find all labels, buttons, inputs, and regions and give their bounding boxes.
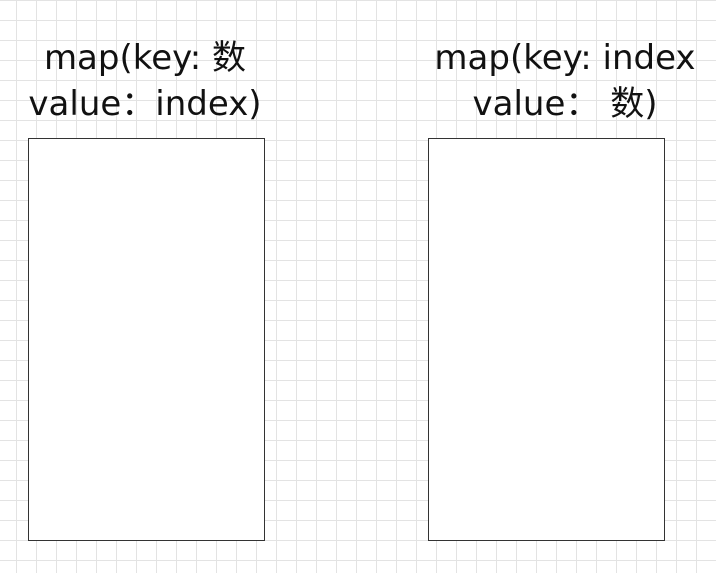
right-map-box: [428, 138, 665, 541]
left-map-label-line1: map(key: 数: [43, 38, 247, 78]
left-map-box: [28, 138, 265, 541]
left-map-label: map(key: 数 value：index): [10, 35, 280, 127]
right-map-label: map(key: index value： 数): [420, 35, 710, 127]
left-map-label-line2: value：index): [28, 84, 262, 124]
right-map-label-line1: map(key: index: [434, 38, 696, 78]
right-map-label-line2: value： 数): [472, 84, 658, 124]
